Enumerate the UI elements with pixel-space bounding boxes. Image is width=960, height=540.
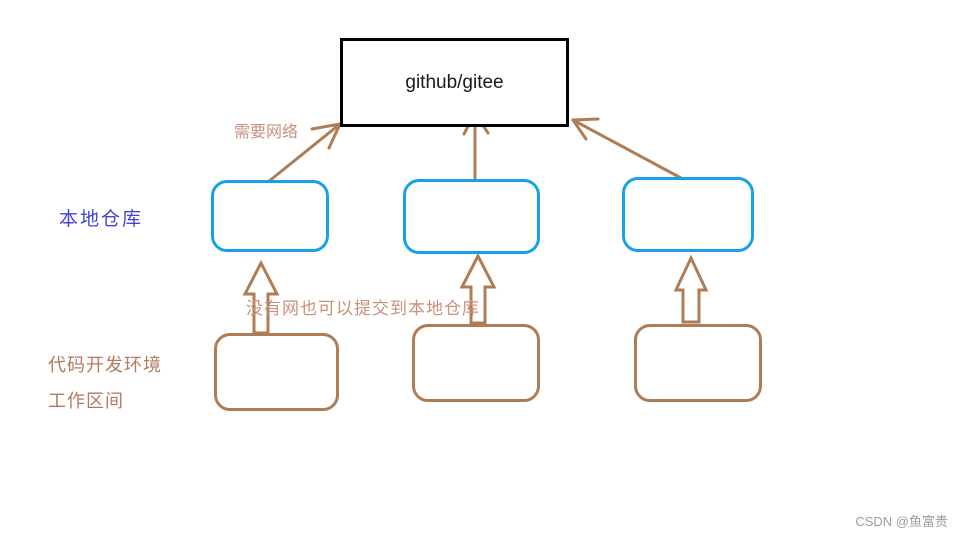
commit-arrow-right <box>673 254 709 324</box>
local-repo-box-3 <box>622 177 754 252</box>
dev-env-label-line1: 代码开发环境 <box>48 355 162 375</box>
dev-env-label-line2: 工作区间 <box>48 391 124 411</box>
offline-commit-label: 没有网也可以提交到本地仓库 <box>246 299 480 318</box>
remote-repo-box: github/gitee <box>340 38 569 127</box>
csdn-watermark: CSDN @鱼富贵 <box>855 514 948 529</box>
workspace-box-2 <box>412 324 540 402</box>
local-repo-box-2 <box>403 179 540 254</box>
local-repo-label: 本地仓库 <box>59 209 144 230</box>
workspace-box-1 <box>214 333 339 411</box>
needs-network-label: 需要网络 <box>234 124 299 141</box>
local-repo-box-1 <box>211 180 329 252</box>
remote-repo-label: github/gitee <box>405 71 504 93</box>
push-arrow-right <box>571 117 683 180</box>
workspace-box-3 <box>634 324 762 402</box>
